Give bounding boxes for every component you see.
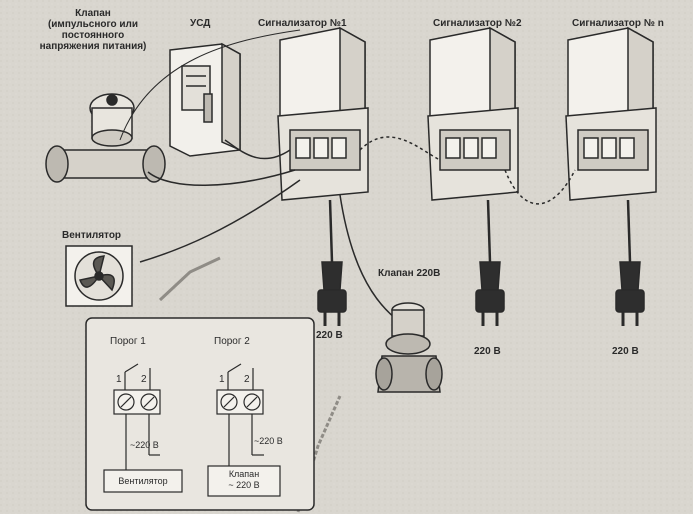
label-alarm-2: Сигнализатор №2 — [433, 18, 522, 29]
cable-valve-top — [119, 29, 301, 141]
label-valve-220: Клапан 220В — [378, 268, 441, 279]
label-plug-n-voltage: 220 В — [612, 346, 639, 357]
callout-arrow — [296, 395, 342, 513]
wiring-inset-panel — [85, 317, 315, 511]
threshold-2-supply: ~220 В — [254, 436, 283, 446]
fan — [65, 245, 133, 307]
cable-to-valve-220 — [339, 194, 401, 323]
cable-to-valve — [147, 169, 296, 186]
alarm-unit-1 — [277, 26, 369, 263]
threshold-1-schematic — [103, 363, 183, 493]
threshold-2-load: Клапан ~ 220 В — [228, 469, 260, 490]
threshold-2-schematic — [207, 363, 281, 497]
valve-220 — [375, 302, 443, 393]
alarm-unit-n — [565, 26, 657, 263]
threshold-1-load: Вентилятор — [118, 476, 168, 486]
threshold-1-title: Порог 1 — [110, 336, 146, 347]
callout-arrow-inset — [158, 256, 221, 302]
label-usd: УСД — [190, 18, 211, 29]
plug-2 — [475, 261, 505, 326]
label-fan: Вентилятор — [62, 230, 122, 241]
cable-1-2 — [359, 136, 441, 161]
plug-1 — [317, 261, 347, 326]
label-alarm-n: Сигнализатор № n — [572, 18, 664, 29]
threshold-2-title: Порог 2 — [214, 336, 250, 347]
label-plug-2-voltage: 220 В — [474, 346, 501, 357]
usd-unit — [169, 42, 241, 157]
alarm-unit-2 — [427, 26, 519, 263]
threshold-1-supply: ~220 В — [130, 440, 159, 450]
threshold-2-contact-1: 1 — [219, 374, 225, 385]
label-alarm-1: Сигнализатор №1 — [258, 18, 347, 29]
label-plug-1-voltage: 220 В — [316, 330, 343, 341]
plug-n — [615, 261, 645, 326]
label-pulse-valve: Клапан (импульсного или постоянного напр… — [39, 8, 147, 52]
threshold-2-contact-2: 2 — [244, 374, 250, 385]
threshold-1-contact-1: 1 — [116, 374, 122, 385]
cable-to-fan — [139, 179, 301, 263]
threshold-1-contact-2: 2 — [141, 374, 147, 385]
cable-to-usd — [224, 139, 291, 160]
